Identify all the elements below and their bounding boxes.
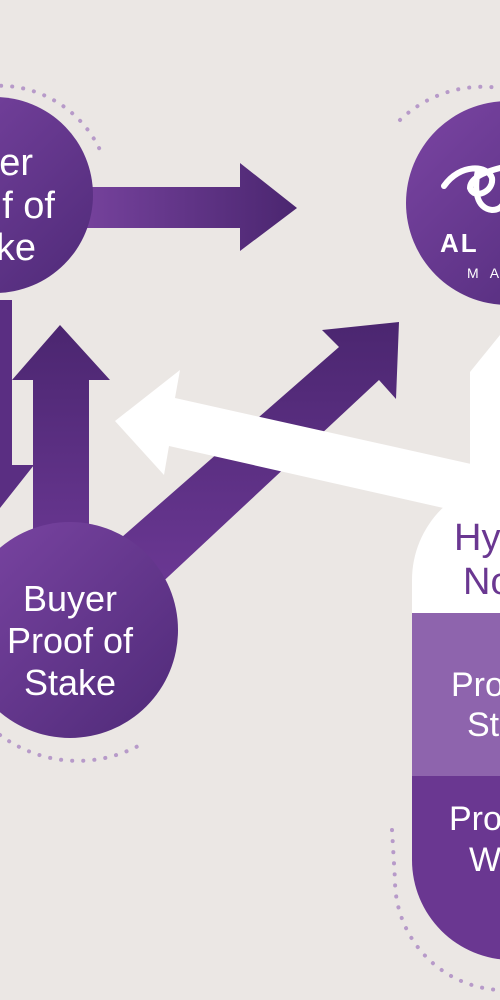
node-top-left-line-3: ke bbox=[0, 227, 36, 269]
script-logo-icon bbox=[441, 165, 500, 214]
hybrid-title-line-1: Hy bbox=[454, 517, 500, 559]
stake-section-line-1: Pro bbox=[451, 666, 500, 704]
arrow-down-to-buyer bbox=[0, 300, 34, 508]
dotted-ring-logo bbox=[398, 84, 500, 122]
buyer-label-line-2: Proof of bbox=[7, 620, 134, 661]
arrow-white-to-top-left bbox=[115, 370, 480, 514]
stake-section-line-2: Sta bbox=[467, 706, 500, 744]
node-buyer-proof-of-stake: Buyer Proof of Stake bbox=[0, 522, 178, 738]
work-section-line-2: W bbox=[469, 841, 500, 879]
hybrid-title-line-2: No bbox=[463, 561, 500, 603]
arrow-up-from-buyer bbox=[12, 325, 110, 575]
node-top-left-line-2: f of bbox=[2, 185, 55, 227]
dotted-ring-top-left bbox=[0, 83, 102, 152]
logo-wordmark: AL bbox=[440, 228, 479, 258]
arrow-white-up-to-logo bbox=[470, 334, 500, 490]
node-top-left-line-1: yer bbox=[0, 142, 33, 184]
buyer-label-line-3: Stake bbox=[24, 662, 116, 703]
node-top-left: yer f of ke bbox=[0, 97, 93, 293]
node-logo: AL M A bbox=[406, 101, 500, 305]
arrow-right-to-logo bbox=[60, 163, 297, 251]
node-hybrid: Hy No Pro Sta Pro W bbox=[412, 480, 500, 960]
logo-subword: M A bbox=[467, 265, 500, 281]
buyer-label-line-1: Buyer bbox=[23, 578, 117, 619]
dotted-ring-buyer bbox=[0, 733, 142, 763]
work-section-line-1: Pro bbox=[449, 800, 500, 838]
dotted-ring-hybrid bbox=[390, 828, 500, 992]
section-proof-of-stake bbox=[412, 613, 500, 776]
